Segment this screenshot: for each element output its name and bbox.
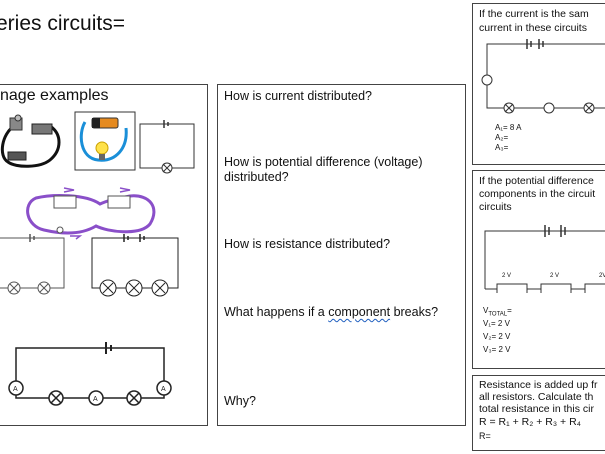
circuit-illustrations: A A A <box>0 111 195 406</box>
voltage-box-line1: If the potential difference <box>479 175 594 187</box>
question-current: How is current distributed? <box>224 89 372 103</box>
ammeter-a3: A₃= <box>495 143 509 152</box>
three-lamp-circuit <box>91 234 179 297</box>
ammeter-label: A <box>161 386 166 393</box>
physical-circuit-sketch <box>0 114 61 168</box>
voltage-box: If the potential difference components i… <box>472 170 605 369</box>
resistance-formula: R = R₁ + R₂ + R₃ + R₄ <box>479 416 581 428</box>
symbol-circuit-small <box>139 120 195 174</box>
current-flow-drawing <box>26 187 156 240</box>
voltage-label-2: 2 V <box>550 273 560 279</box>
two-lamp-circuit <box>0 234 65 295</box>
image-examples-heading: nage examples <box>0 87 109 104</box>
voltage-v2: V₂= 2 V <box>483 332 511 341</box>
voltage-circuit-diagram <box>484 225 605 293</box>
voltage-label-1: 2 V <box>502 273 512 279</box>
questions-box: How is current distributed? How is poten… <box>217 84 466 426</box>
voltage-label-3: 2V <box>599 273 605 279</box>
resistance-box-line2: all resistors. Calculate th <box>479 391 594 403</box>
current-box: If the current is the sam current in the… <box>472 3 605 165</box>
resistance-box-line3: total resistance in this cir <box>479 403 594 415</box>
question-why: Why? <box>224 394 256 408</box>
voltage-v1: V₁= 2 V <box>483 319 510 328</box>
ammeter-label: A <box>93 396 98 403</box>
current-box-line2: current in these circuits <box>479 22 587 31</box>
question-resistance: How is resistance distributed? <box>224 237 391 251</box>
ammeter-circuit <box>8 342 172 406</box>
spelling-flag-word: component <box>328 305 391 319</box>
voltage-box-line3: circuits <box>479 201 512 213</box>
voltage-total: VTOTAL= <box>483 306 512 318</box>
question-potential-difference: How is potential difference (voltage) di… <box>224 155 423 184</box>
question-component-breaks: What happens if a component breaks? <box>224 305 439 319</box>
voltage-box-line2: components in the circuit <box>479 188 596 200</box>
current-circuit-diagram <box>481 39 605 114</box>
voltage-v3: V₃= 2 V <box>483 345 511 354</box>
current-box-line1: If the current is the sam <box>479 8 589 20</box>
resistance-box-line1: Resistance is added up fr <box>479 379 598 391</box>
resistance-result: R= <box>479 431 491 441</box>
ammeter-a2: A₂= <box>495 133 509 142</box>
battery-bulb-drawing <box>74 111 136 171</box>
resistance-box: Resistance is added up fr all resistors.… <box>472 375 605 451</box>
ammeter-a1: A₁= 8 A <box>495 123 522 132</box>
ammeter-label: A <box>13 386 18 393</box>
page-title: eries circuits= <box>0 12 125 35</box>
